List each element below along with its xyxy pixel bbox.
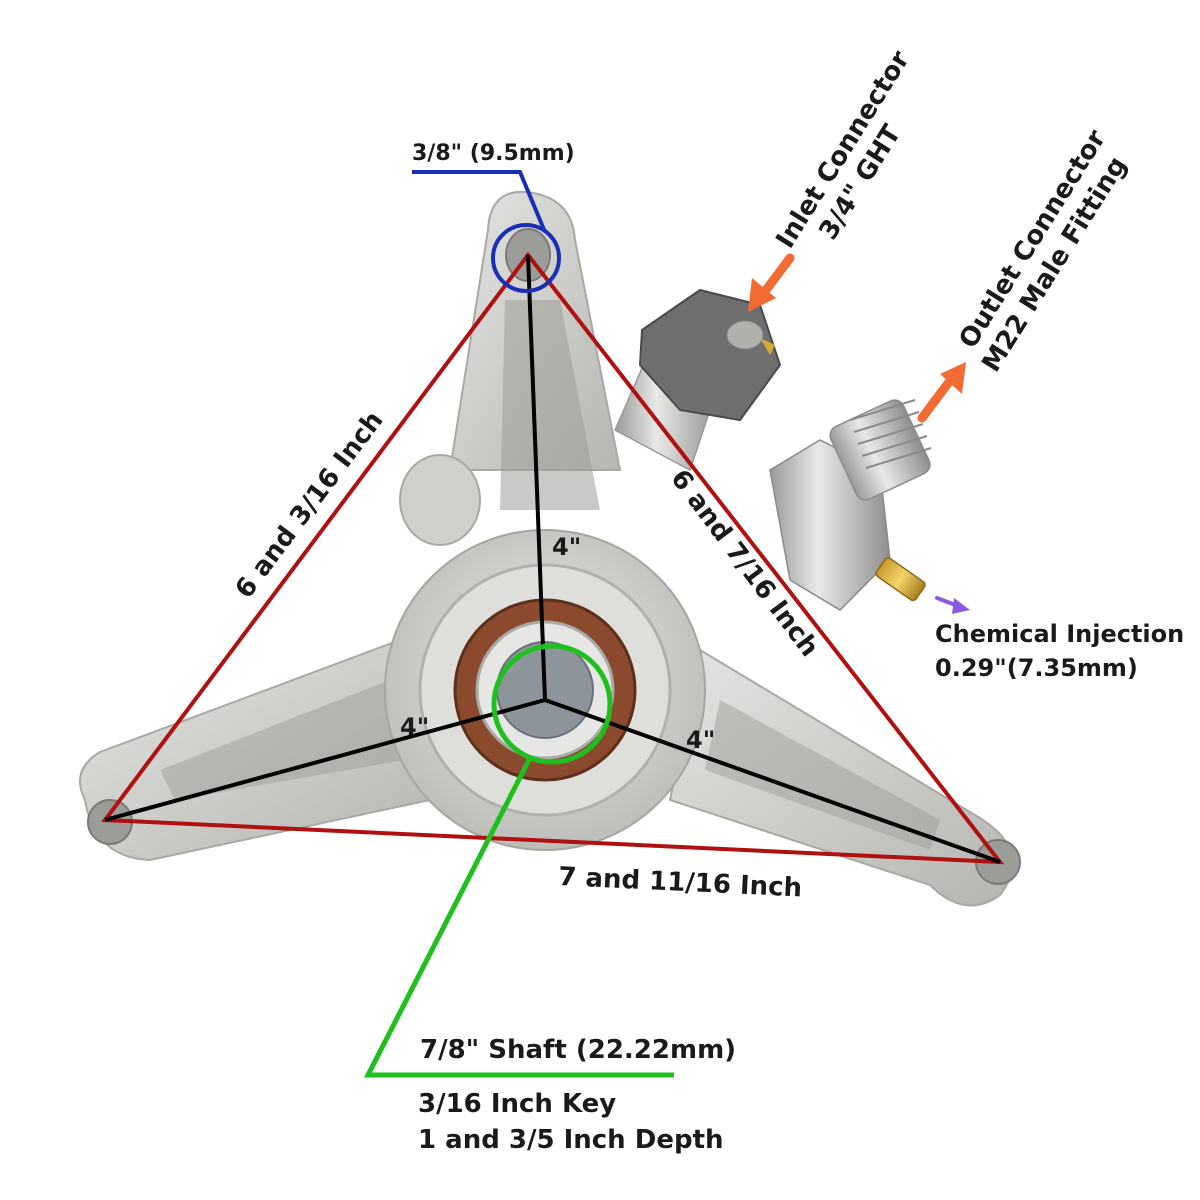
mount-triangle — [101, 251, 1005, 865]
left-side-length-label: 6 and 3/16 Inch — [230, 406, 390, 604]
pump-arm-top-rib — [500, 300, 600, 510]
mount-hole-marker — [412, 170, 561, 293]
inlet-arrow — [748, 253, 795, 312]
pump-arm-right-rib — [705, 700, 940, 850]
mount-hole-label: 3/8" (9.5mm) — [412, 141, 575, 166]
chemical-arrow — [935, 596, 970, 614]
outlet-arrow — [917, 362, 966, 423]
shaft-marker — [363, 643, 674, 1078]
radius-left-label: 4" — [400, 713, 429, 741]
chemical-injection-size-label: 0.29"(7.35mm) — [935, 654, 1138, 682]
bottom-side-length-label: 7 and 11/16 Inch — [558, 862, 803, 903]
pump-arm-left-rib — [160, 680, 405, 800]
pump-illustration — [79, 190, 1021, 907]
pump-side-boss — [399, 454, 481, 546]
radius-line-right — [544, 698, 1001, 864]
radius-lines — [104, 254, 1001, 864]
radius-line-left — [104, 698, 546, 822]
chemical-injection-label: Chemical Injection — [935, 620, 1184, 648]
outlet-fitting — [769, 399, 932, 611]
radius-right-label: 4" — [686, 726, 715, 754]
key-size-label: 3/16 Inch Key — [418, 1089, 616, 1119]
radius-line-top — [526, 254, 547, 701]
chemical-injection-nipple — [875, 557, 926, 602]
inlet-knob — [638, 288, 782, 422]
shaft-size-label: 7/8" Shaft (22.22mm) — [420, 1035, 736, 1065]
radius-top-label: 4" — [552, 533, 581, 561]
key-depth-label: 1 and 3/5 Inch Depth — [418, 1125, 724, 1155]
